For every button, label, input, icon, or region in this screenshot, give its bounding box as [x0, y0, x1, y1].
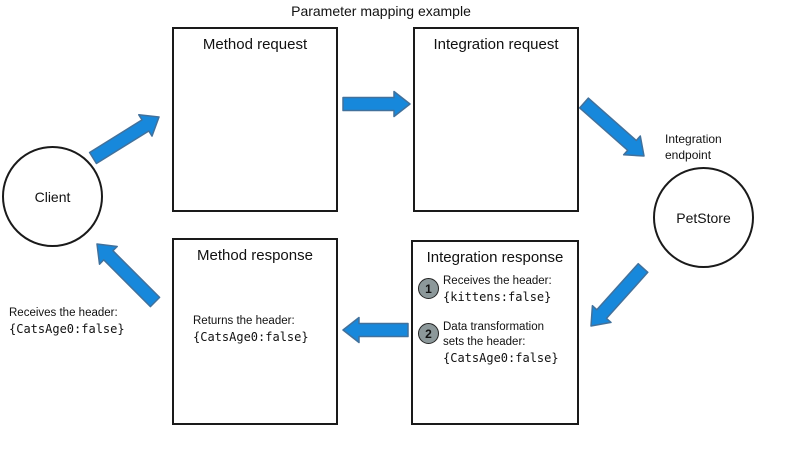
- arrow-method-request-to-integration-request: [342, 90, 411, 118]
- step-1-text: Receives the header: {kittens:false}: [443, 274, 552, 305]
- client-note-line: Receives the header:: [9, 307, 118, 319]
- step-1-line: Receives the header:: [443, 275, 552, 287]
- client-node: Client: [2, 146, 103, 247]
- step-2-text: Data transformation sets the header: {Ca…: [443, 320, 559, 366]
- method-request-box: Method request: [172, 27, 338, 212]
- arrow-petstore-to-integration-response: [590, 262, 649, 327]
- method-response-body-line: Returns the header:: [193, 315, 295, 327]
- petstore-node: PetStore: [653, 167, 754, 268]
- method-response-box: Method response Returns the header: {Cat…: [172, 238, 338, 425]
- integration-response-box: Integration response 1 Receives the head…: [411, 240, 579, 425]
- arrow-integration-response-to-method-response: [342, 316, 409, 344]
- method-response-body: Returns the header: {CatsAge0:false}: [193, 314, 309, 345]
- arrow-method-response-to-client: [96, 243, 161, 308]
- method-response-title: Method response: [197, 247, 313, 264]
- client-note: Receives the header: {CatsAge0:false}: [9, 306, 125, 337]
- step-1-number: 1: [425, 281, 432, 296]
- method-request-title: Method request: [202, 36, 308, 53]
- integration-endpoint-label: Integration endpoint: [665, 131, 722, 163]
- client-note-code: {CatsAge0:false}: [9, 322, 125, 336]
- client-label: Client: [34, 188, 71, 205]
- arrow-client-to-method-request: [88, 114, 160, 165]
- integration-request-title: Integration request: [433, 36, 559, 53]
- integration-endpoint-label-line1: Integration: [665, 132, 722, 146]
- integration-request-box: Integration request: [413, 27, 579, 212]
- step-2-code: {CatsAge0:false}: [443, 351, 559, 365]
- arrow-integration-request-to-petstore: [578, 97, 645, 157]
- step-2-line-1: Data transformation: [443, 321, 544, 333]
- diagram-title: Parameter mapping example: [291, 3, 471, 19]
- step-number-badge: 1: [418, 278, 439, 299]
- method-response-body-code: {CatsAge0:false}: [193, 330, 309, 344]
- step-2-number: 2: [425, 326, 432, 341]
- petstore-label: PetStore: [676, 209, 731, 226]
- step-number-badge: 2: [418, 323, 439, 344]
- step-2-line-2: sets the header:: [443, 336, 526, 348]
- integration-response-title: Integration response: [426, 249, 564, 266]
- integration-endpoint-label-line2: endpoint: [665, 148, 712, 162]
- step-1-code: {kittens:false}: [443, 290, 552, 304]
